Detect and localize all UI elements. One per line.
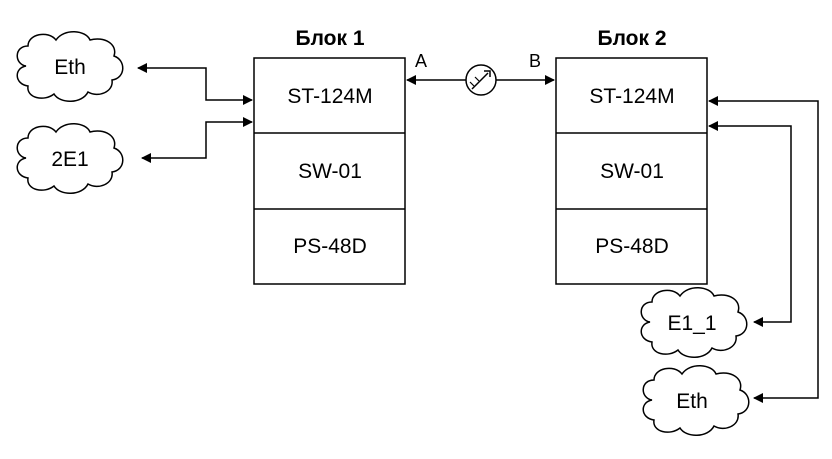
block-1-module-sw: SW-01: [298, 160, 362, 183]
block-1-title: Блок 1: [295, 27, 364, 50]
cloud-right-bottom-label: Eth: [676, 390, 708, 413]
cloud-left-bottom-label: 2E1: [51, 148, 88, 171]
port-b-label: B: [529, 51, 541, 71]
cloud-left-top-label: Eth: [54, 56, 86, 79]
connector-2e1-left: [141, 117, 253, 163]
connector-eth-right: [708, 96, 819, 403]
block-2: Блок 2 ST-124M SW-01 PS-48D: [555, 27, 708, 285]
cloud-right-top-label: E1_1: [667, 312, 716, 335]
cloud-left-top: Eth: [16, 30, 124, 103]
cloud-left-bottom: 2E1: [16, 122, 124, 195]
inter-block-link: A B: [406, 51, 555, 96]
block-2-module-ps: PS-48D: [595, 235, 669, 258]
block-1-frame: [253, 57, 406, 285]
port-a-label: A: [415, 51, 427, 71]
block-2-frame: [555, 57, 708, 285]
block-1: Блок 1 ST-124M SW-01 PS-48D: [253, 27, 406, 285]
cloud-right-bottom: Eth: [642, 364, 750, 437]
block-2-module-st: ST-124M: [589, 85, 674, 108]
optical-link-icon: [465, 64, 497, 96]
block-2-title: Блок 2: [597, 27, 666, 50]
connector-e1-right: [708, 121, 792, 327]
block-2-module-sw: SW-01: [600, 160, 664, 183]
block-1-module-ps: PS-48D: [293, 235, 367, 258]
connector-eth-left: [137, 63, 253, 105]
block-1-module-st: ST-124M: [287, 85, 372, 108]
cloud-right-top: E1_1: [640, 286, 748, 359]
